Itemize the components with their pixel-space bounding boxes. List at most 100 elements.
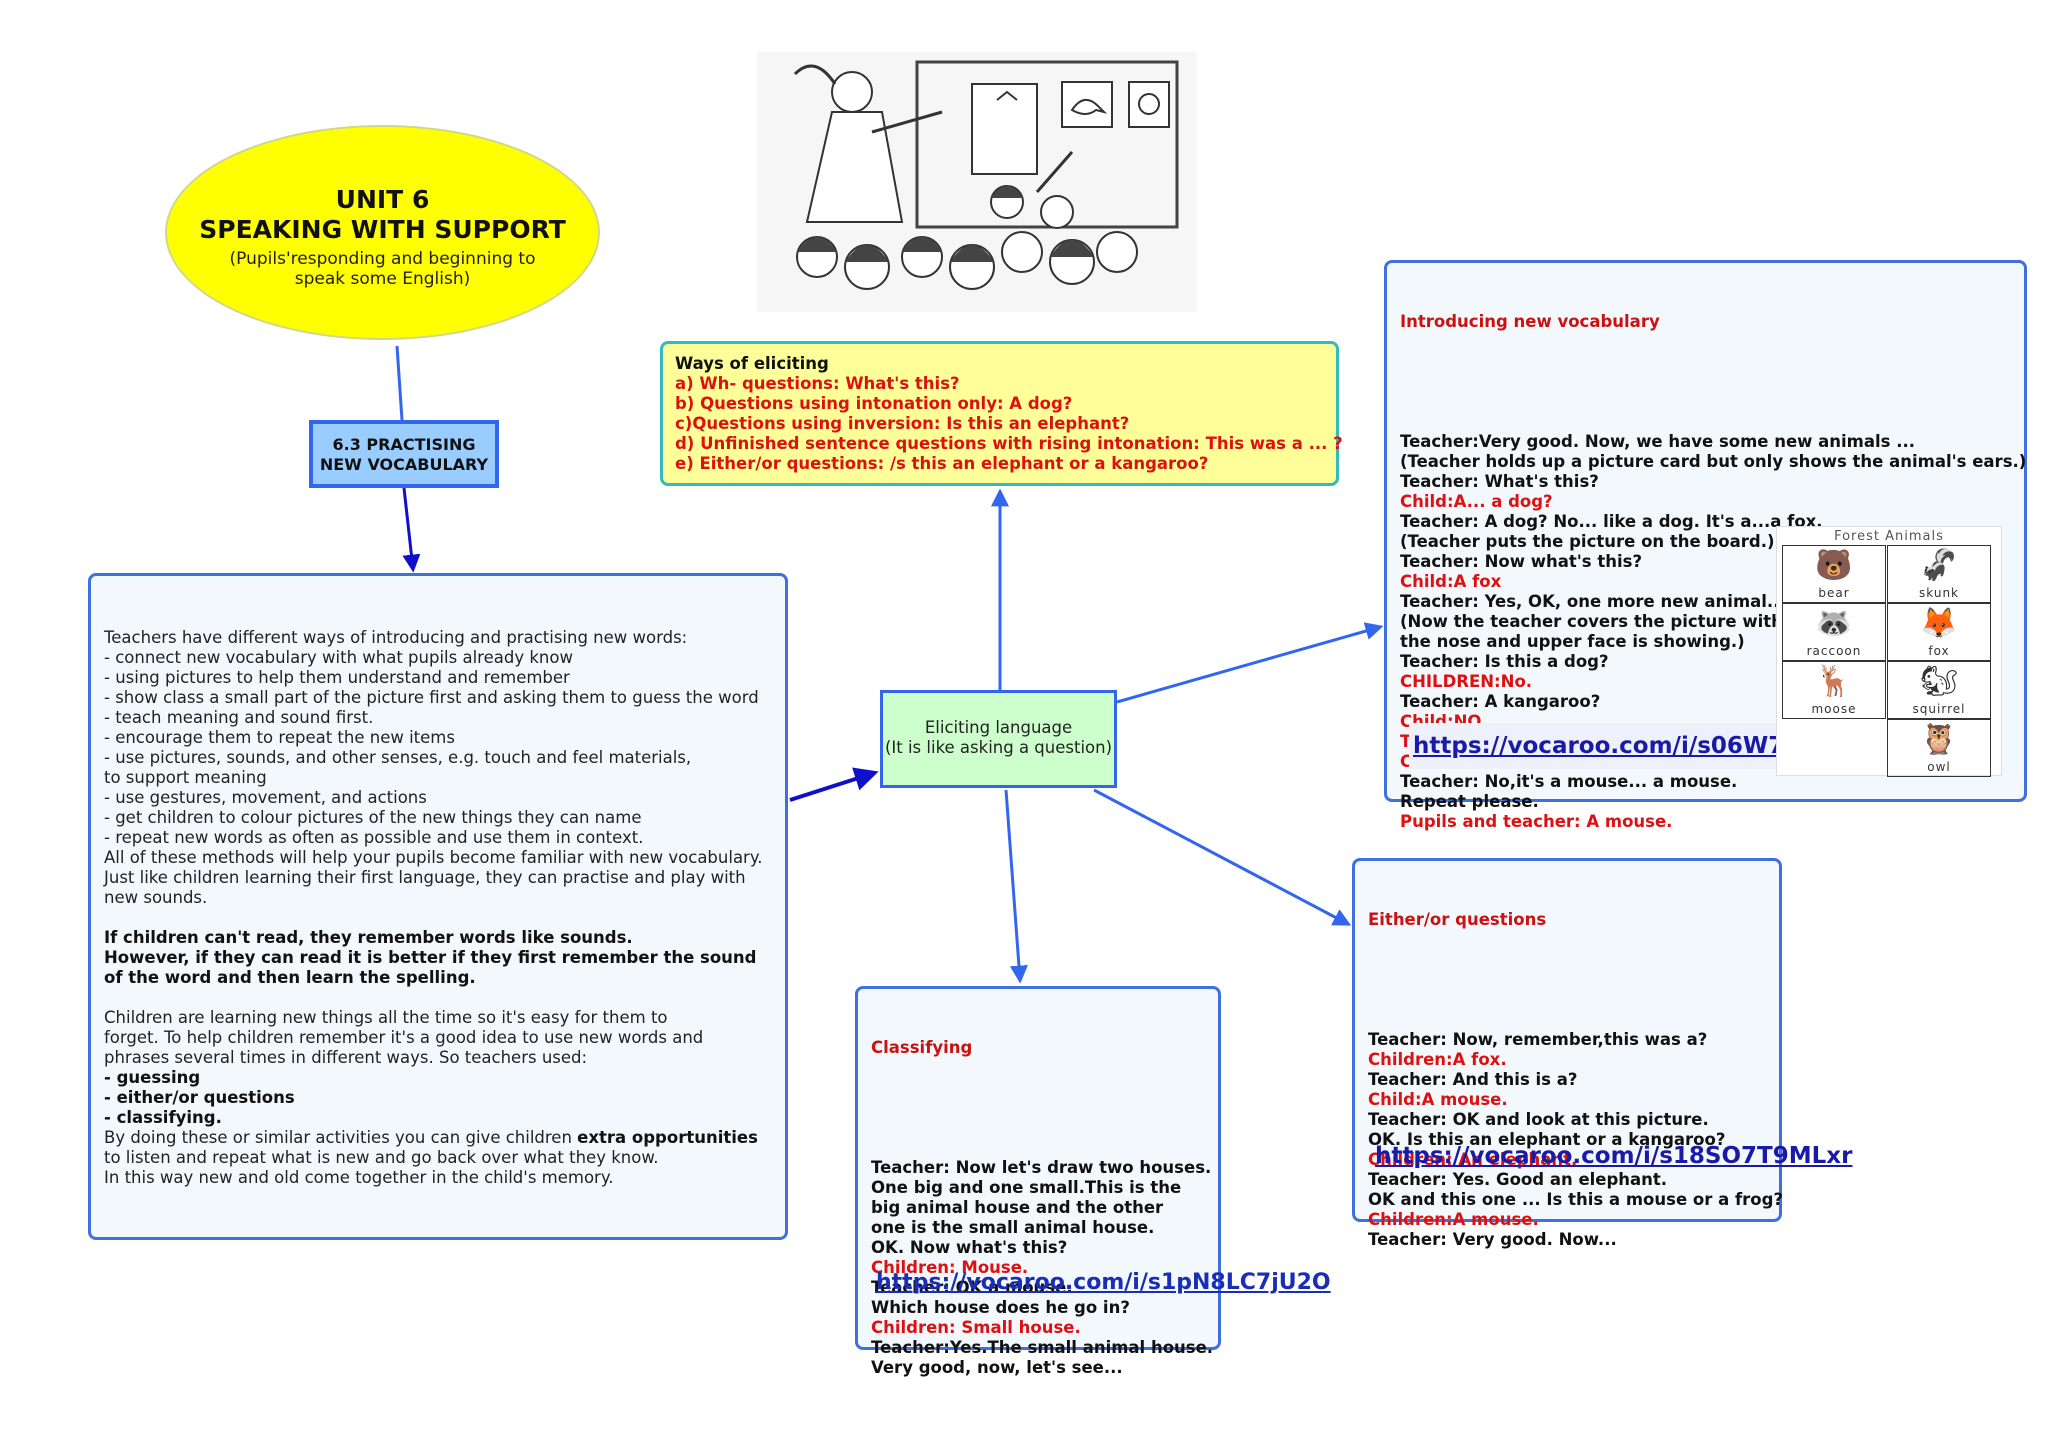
arrow-section-to-main: [402, 487, 421, 573]
moose-icon: 🦌: [1815, 664, 1853, 699]
text-line: - teach meaning and sound first.: [104, 708, 374, 727]
text-line: - use pictures, sounds, and other senses…: [104, 748, 692, 767]
dialogue-line: Teacher: Yes. Good an elephant.: [1368, 1170, 1668, 1189]
text-line: - show class a small part of the picture…: [104, 688, 759, 707]
forest-title: Forest Animals: [1834, 529, 1944, 544]
dialogue-line: Teacher: Now what's this?: [1400, 552, 1643, 571]
dialogue-line: (Teacher puts the picture on the board.): [1400, 532, 1775, 551]
classroom-illustration: [757, 52, 1197, 312]
closing-emphasis: extra opportunities: [577, 1128, 758, 1147]
dialogue-line: the nose and upper face is showing.): [1400, 632, 1745, 651]
text-line: of the word and then learn the spelling.: [104, 968, 476, 987]
dialogue-line: Teacher: OK and look at this picture.: [1368, 1110, 1709, 1129]
animal-label: fox: [1928, 644, 1950, 658]
section-line-1: 6.3 PRACTISING: [332, 435, 476, 454]
eliciting-heading: Ways of eliciting: [675, 354, 829, 373]
animal-label: bear: [1818, 586, 1850, 600]
dialogue-line: Child:A fox: [1400, 572, 1502, 591]
unit-title-bubble: UNIT 6 SPEAKING WITH SUPPORT (Pupils'res…: [165, 125, 600, 340]
method-item: - guessing: [104, 1068, 201, 1087]
dialogue-line: Teacher: Yes, OK, one more new animal...: [1400, 592, 1786, 611]
dialogue-line: Pupils and teacher: A mouse.: [1400, 812, 1673, 831]
dialogue-line: OK. Now what's this?: [871, 1238, 1068, 1257]
dialogue-line: Which house does he go in?: [871, 1298, 1130, 1317]
eliciting-item: d) Unfinished sentence questions with ri…: [675, 434, 1343, 453]
animal-cell: 🦊 fox: [1887, 603, 1991, 661]
animal-label: owl: [1927, 760, 1951, 774]
either-or-box: Either/or questions Teacher: Now, rememb…: [1352, 858, 1853, 1249]
owl-icon: 🦉: [1920, 722, 1958, 757]
text-line: If children can't read, they remember wo…: [104, 928, 633, 947]
text-line: forget. To help children remember it's a…: [104, 1028, 704, 1047]
dialogue-line: Teacher: A kangaroo?: [1400, 692, 1601, 711]
dialogue-line: Teacher: A dog? No... like a dog. It's a…: [1400, 512, 1823, 531]
animal-label: squirrel: [1912, 702, 1966, 716]
ways-of-eliciting-box: Ways of eliciting a) Wh- questions: What…: [660, 341, 1343, 486]
dialogue-line: Repeat please.: [1400, 792, 1539, 811]
connector-title-to-section: [395, 345, 404, 421]
dialogue-line: Teacher:Very good. Now, we have some new…: [1400, 432, 1916, 451]
dialogue-line: Children: Mouse.: [871, 1258, 1029, 1277]
text-line: - using pictures to help them understand…: [104, 668, 570, 687]
eliciting-item: a) Wh- questions: What's this?: [675, 374, 960, 393]
dialogue-line: Children:A fox.: [1368, 1050, 1507, 1069]
text-line: phrases several times in different ways.…: [104, 1048, 588, 1067]
methods-list: Teachers have different ways of introduc…: [104, 628, 773, 908]
bear-icon: 🐻: [1815, 548, 1853, 583]
forest-animals-chart: Forest Animals 🐻 bear 🦨skunk 🦝 raccoon 🦊 fox 🦌 m…: [1776, 526, 2002, 777]
text-line: Children are learning new things all the…: [104, 1008, 668, 1027]
text-line: to support meaning: [104, 768, 267, 787]
squirrel-icon: 🐿: [1919, 664, 1959, 699]
raccoon-icon: 🦝: [1815, 606, 1853, 641]
arrow-center-to-either: [1093, 788, 1352, 926]
dialogue-line: Teacher: What's this?: [1400, 472, 1599, 491]
dialogue-line: Teacher: OK a mouse.: [871, 1278, 1073, 1297]
text-line: All of these methods will help your pupi…: [104, 848, 763, 867]
arrow-main-to-center: [789, 767, 879, 802]
text-line: Just like children learning their first …: [104, 868, 746, 887]
text-line: new sounds.: [104, 888, 208, 907]
introducing-heading: Introducing new vocabulary: [1400, 312, 1660, 331]
method-item: - either/or questions: [104, 1088, 295, 1107]
unit-heading: SPEAKING WITH SUPPORT: [199, 215, 566, 244]
eliciting-item: e) Either/or questions: /s this an eleph…: [675, 454, 1209, 473]
classifying-audio-link[interactable]: https://vocaroo.com/i/s1pN8LC7jU2O: [876, 1270, 1331, 1295]
text-line: - get children to colour pictures of the…: [104, 808, 642, 827]
methods-text-box: Teachers have different ways of introduc…: [88, 573, 788, 1240]
arrow-center-to-classifying: [1004, 789, 1028, 984]
text-line: - use gestures, movement, and actions: [104, 788, 427, 807]
text-line: In this way new and old come together in…: [104, 1168, 614, 1187]
dialogue-line: big animal house and the other: [871, 1198, 1164, 1217]
dialogue-line: Children: Small house.: [871, 1318, 1081, 1337]
section-line-2: NEW VOCABULARY: [319, 455, 489, 474]
eliciting-item: b) Questions using intonation only: A do…: [675, 394, 1073, 413]
animal-cell: 🦝 raccoon: [1782, 603, 1886, 661]
dialogue-line: One big and one small.This is the: [871, 1178, 1182, 1197]
dialogue-line: (Teacher holds up a picture card but onl…: [1400, 452, 2027, 471]
either-heading: Either/or questions: [1368, 910, 1547, 929]
text-line: - repeat new words as often as possible …: [104, 828, 644, 847]
classifying-dialogue: Teacher: Now let's draw two houses.One b…: [871, 1158, 1218, 1378]
center-line-2: (It is like asking a question): [884, 738, 1113, 757]
dialogue-line: Teacher: Now let's draw two houses.: [871, 1158, 1212, 1177]
animal-label: moose: [1811, 702, 1857, 716]
text-line: However, if they can read it is better i…: [104, 948, 757, 967]
either-dialogue: Teacher: Now, remember,this was a?Childr…: [1368, 1030, 1784, 1250]
dialogue-line: CHILDREN:No.: [1400, 672, 1533, 691]
animal-cell: 🦨skunk: [1887, 545, 1991, 603]
text-line: Teachers have different ways of introduc…: [104, 628, 688, 647]
skunk-icon: 🦨: [1920, 548, 1958, 583]
fox-icon: 🦊: [1920, 606, 1958, 641]
section-label-box: 6.3 PRACTISING NEW VOCABULARY: [309, 420, 499, 488]
animal-cell: 🐻 bear: [1782, 545, 1886, 603]
dialogue-line: Teacher:Yes.The small animal house.: [871, 1338, 1214, 1357]
dialogue-line: Child:A mouse.: [1368, 1090, 1508, 1109]
animal-label: raccoon: [1806, 644, 1862, 658]
dialogue-line: OK and this one ... Is this a mouse or a…: [1368, 1190, 1784, 1209]
text-line: By doing these or similar activities you…: [104, 1128, 773, 1148]
unit-number: UNIT 6: [335, 185, 430, 214]
arrow-center-to-introducing: [1116, 622, 1384, 704]
either-audio-link[interactable]: https://vocaroo.com/i/s18SO7T9MLxr: [1375, 1143, 1853, 1169]
dialogue-line: Child:A... a dog?: [1400, 492, 1553, 511]
